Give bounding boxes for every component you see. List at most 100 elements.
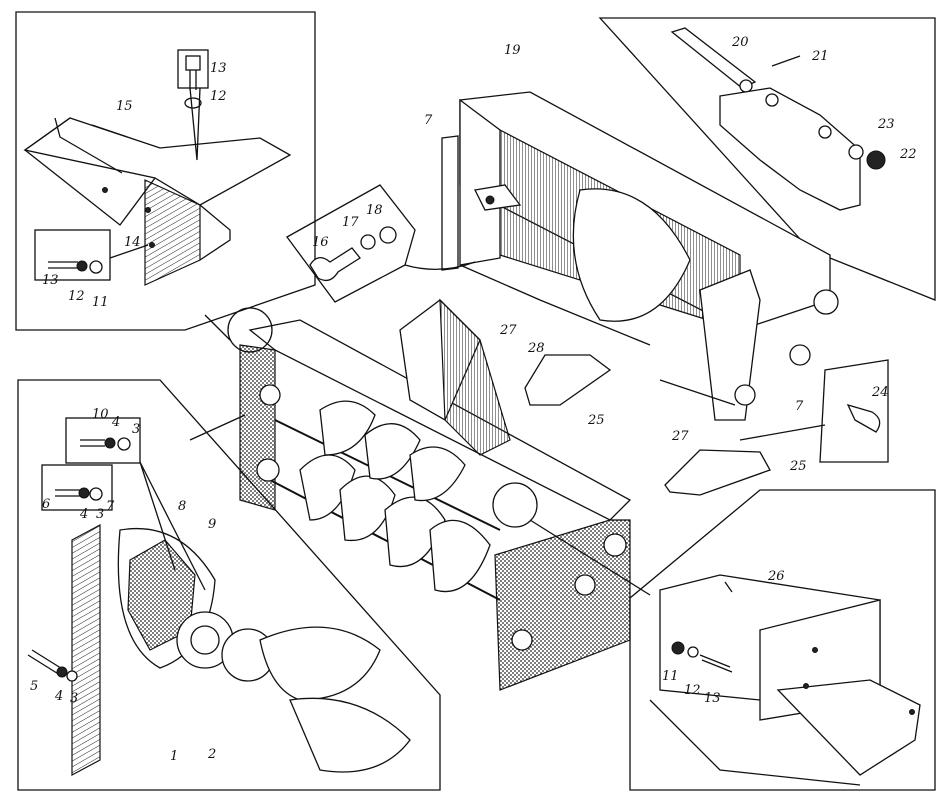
bearing xyxy=(256,458,280,482)
part-label-3: 3 xyxy=(96,507,104,522)
skid-25 xyxy=(664,449,771,496)
part-label-7: 7 xyxy=(795,399,804,414)
hopper-lug xyxy=(474,184,522,211)
part-label-9: 9 xyxy=(208,517,216,532)
bearing xyxy=(813,289,839,315)
leader-fasteners xyxy=(139,461,206,591)
pin-end xyxy=(739,79,753,93)
bracket-edge xyxy=(199,204,231,261)
housing-top-beam xyxy=(248,319,632,521)
nut-11 xyxy=(671,641,685,655)
part-label-7: 7 xyxy=(106,499,115,514)
inset-bottom-left xyxy=(17,379,441,791)
auger-flight xyxy=(364,422,421,480)
part-label-4: 4 xyxy=(79,507,88,522)
auger-flight-1 xyxy=(259,626,381,701)
skid-25 xyxy=(524,354,612,406)
bolt-13 xyxy=(699,654,733,673)
cotter-pin xyxy=(771,55,801,67)
bearing xyxy=(259,384,281,406)
bearing xyxy=(603,533,627,557)
part-label-4: 4 xyxy=(54,689,63,704)
leader-to-inset xyxy=(189,414,246,441)
part-label-11: 11 xyxy=(92,295,109,310)
part-label-21: 21 xyxy=(811,49,829,64)
part-label-24: 24 xyxy=(871,385,889,400)
auger-flight xyxy=(429,519,491,593)
bracket-hole xyxy=(145,207,151,213)
fastener-nut xyxy=(89,260,103,274)
cover-hole xyxy=(909,709,915,715)
leader-to-inset xyxy=(529,519,651,596)
inset-top-left xyxy=(15,11,316,331)
fastener-washer xyxy=(76,260,88,272)
hitch-bracket xyxy=(719,87,861,211)
nut-22 xyxy=(866,150,886,170)
auger-flight xyxy=(409,446,466,502)
part-label-14: 14 xyxy=(124,235,141,250)
auger-flight xyxy=(384,496,446,568)
part-label-17: 17 xyxy=(342,215,359,230)
part-label-13: 13 xyxy=(210,61,227,76)
part-label-6: 6 xyxy=(42,497,50,512)
hitch-eye xyxy=(765,93,779,107)
leader-16 xyxy=(404,261,476,270)
part-label-8: 8 xyxy=(178,499,186,514)
part-label-5: 5 xyxy=(30,679,38,694)
part-label-23: 23 xyxy=(877,117,895,132)
washer-17 xyxy=(360,234,376,250)
leader-24 xyxy=(739,424,826,441)
washer xyxy=(184,97,202,109)
part-label-2: 2 xyxy=(207,747,216,762)
part-label-18: 18 xyxy=(366,203,383,218)
part-label-22: 22 xyxy=(899,147,917,162)
part-label-27: 27 xyxy=(671,429,689,444)
part-label-1: 1 xyxy=(170,749,178,764)
part-label-20: 20 xyxy=(731,35,749,50)
auger-housing xyxy=(189,298,651,691)
inset-bottom-right xyxy=(629,489,936,791)
flange-hub xyxy=(190,625,220,655)
bearing xyxy=(574,574,596,596)
part-label-19: 19 xyxy=(504,43,521,58)
part-label-15: 15 xyxy=(116,99,133,114)
part-label-12: 12 xyxy=(68,289,85,304)
bearing xyxy=(789,344,811,366)
bracket-hole xyxy=(102,187,108,193)
bracket-hole xyxy=(149,242,155,248)
nut-18 xyxy=(379,226,397,244)
bolt xyxy=(80,439,105,447)
part-label-4: 4 xyxy=(111,415,120,430)
part-label-28: 28 xyxy=(527,341,545,356)
inset-top-right xyxy=(598,17,936,301)
hopper-assembly xyxy=(441,91,839,496)
part-label-3: 3 xyxy=(70,691,78,706)
part-label-27: 27 xyxy=(499,323,517,338)
part-label-25: 25 xyxy=(789,459,807,474)
inset-frame xyxy=(819,359,889,463)
part-label-12: 12 xyxy=(684,683,701,698)
fastener-bolt xyxy=(48,261,78,269)
detail-circle xyxy=(227,307,273,353)
inset-frame xyxy=(629,489,936,791)
washer-23 xyxy=(848,144,864,160)
cover-flap xyxy=(776,679,921,776)
fastener-box xyxy=(41,464,113,511)
part-label-12: 12 xyxy=(210,89,227,104)
bolt xyxy=(55,489,80,497)
bolt-head xyxy=(185,55,201,71)
side-plate-7 xyxy=(71,523,101,777)
part-label-3: 3 xyxy=(132,422,140,437)
bolt-24 xyxy=(846,403,881,433)
part-label-10: 10 xyxy=(92,407,109,422)
washer-12 xyxy=(687,646,699,658)
washer xyxy=(104,437,116,449)
part-label-13: 13 xyxy=(42,273,59,288)
cover-base xyxy=(649,699,861,786)
part-labels: 1 2 3 3 3 4 4 4 5 6 7 7 7 8 9 10 11 11 1… xyxy=(30,35,917,764)
side-strip-7 xyxy=(441,135,459,271)
part-label-26: 26 xyxy=(767,569,785,584)
hopper-side-plate xyxy=(699,269,761,421)
leader-14 xyxy=(54,117,123,174)
nut xyxy=(117,437,131,451)
